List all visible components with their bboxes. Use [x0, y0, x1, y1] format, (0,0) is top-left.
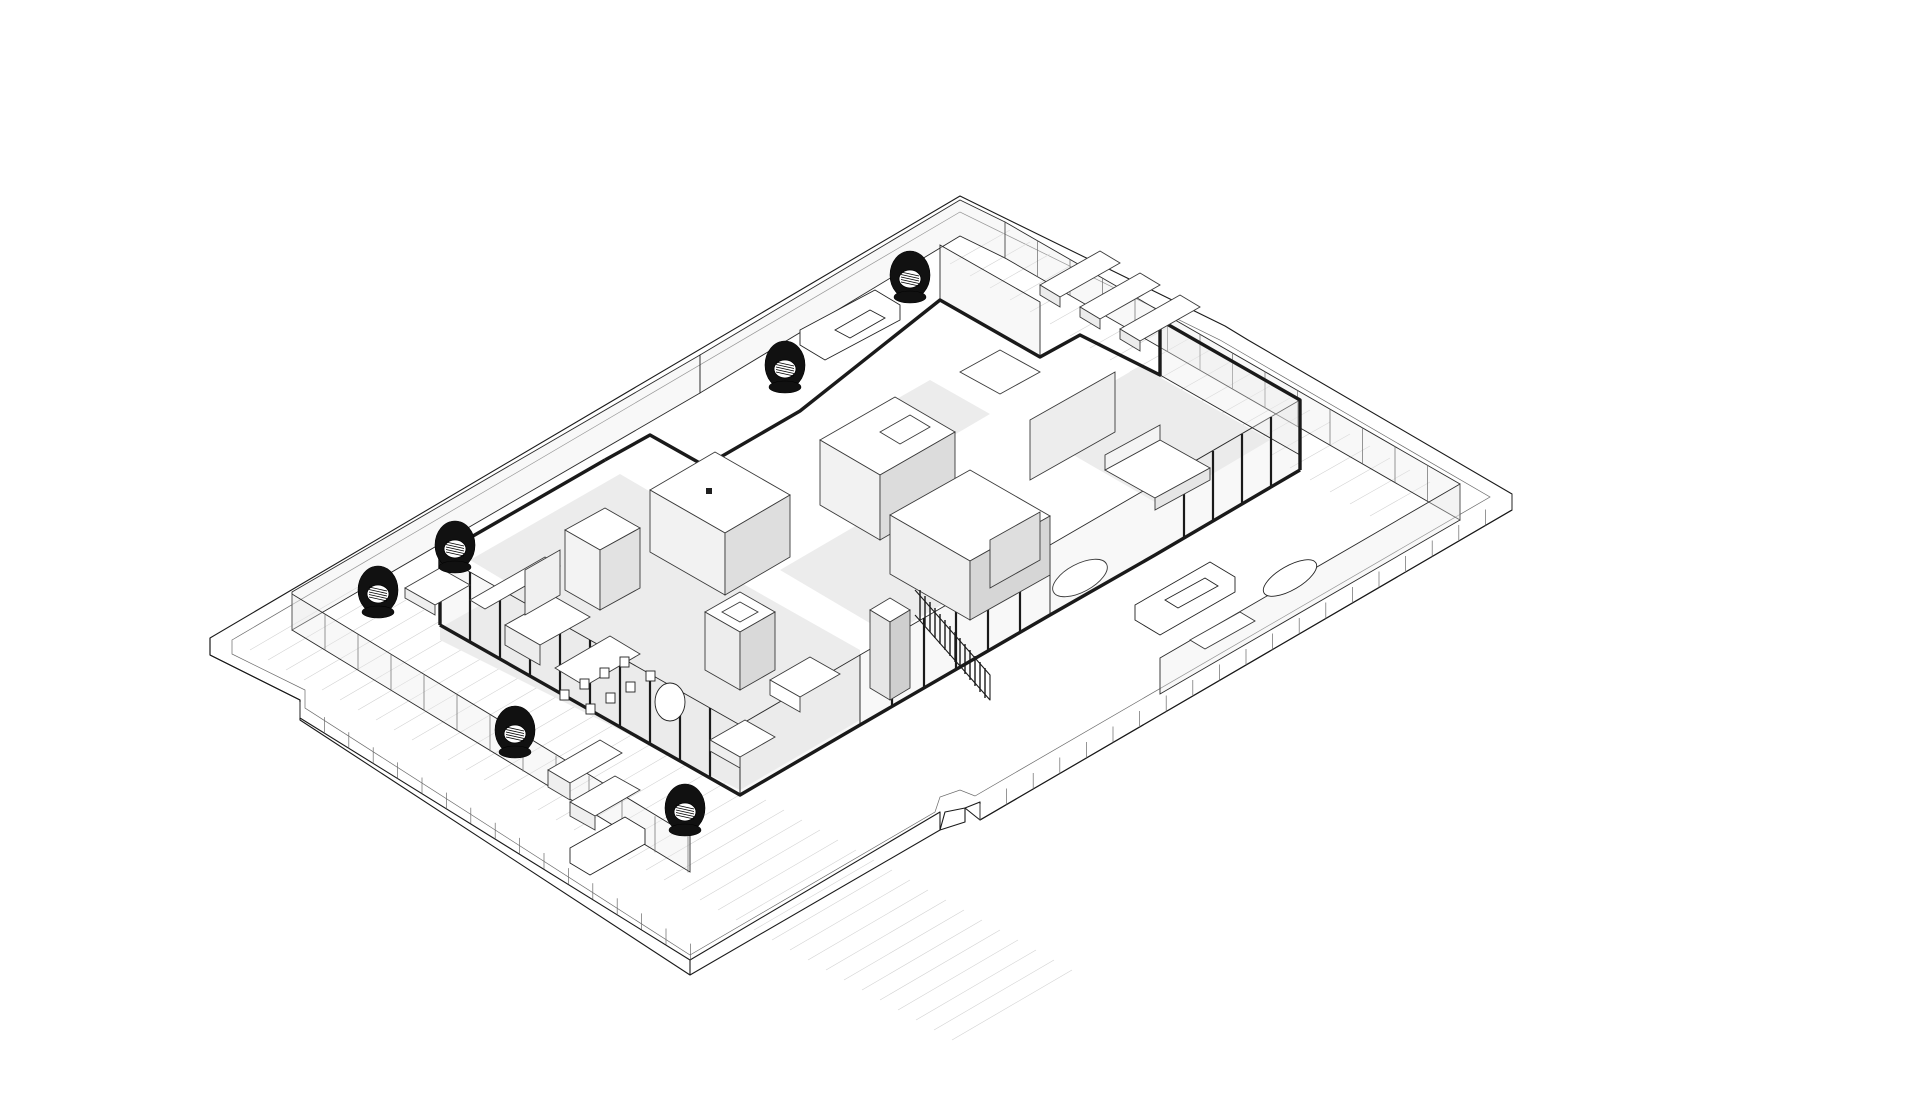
black-armchair [434, 520, 476, 574]
deck-board [897, 939, 1019, 1011]
deck-board [717, 839, 839, 911]
dining-chair [605, 692, 616, 704]
parapet-inner [231, 211, 1491, 956]
dining-chair [645, 670, 656, 682]
deck-board [1349, 469, 1411, 505]
outdoor-sofa-east [1134, 561, 1256, 650]
deck-board [735, 849, 857, 921]
staircase [914, 589, 991, 701]
terrace-furniture [357, 250, 1318, 876]
terrace-slab [209, 195, 1513, 976]
dining-chair [619, 656, 630, 668]
butterfly-chair [1262, 559, 1318, 597]
hall-column-side [869, 609, 891, 701]
sun-lounger-side [1079, 306, 1101, 330]
deck-board [843, 909, 965, 981]
dining-chair [579, 678, 590, 690]
sun-lounger-side [1039, 284, 1061, 308]
furniture [469, 349, 1211, 769]
black-armchairs [357, 250, 931, 837]
deck-board [249, 579, 371, 651]
hall-column-face [889, 609, 911, 701]
deck-board [321, 619, 443, 691]
deck-board [537, 739, 659, 811]
deck-board [861, 919, 983, 991]
core-side [724, 494, 791, 596]
bathtub [1052, 558, 1108, 598]
deck-board [1329, 457, 1391, 493]
deck-board [753, 859, 875, 931]
deck-board [879, 929, 1001, 1001]
slab-edge-right [689, 494, 1513, 961]
dining-chair [585, 703, 596, 715]
deck-board [933, 959, 1055, 1031]
black-armchair [664, 783, 706, 837]
facade-wall-front [439, 468, 1301, 797]
second-bed [959, 349, 1041, 395]
terrace-west-table-side [404, 587, 436, 616]
deck-board [681, 819, 803, 891]
coffee-table-side [709, 739, 741, 769]
bedroom-partition [1029, 371, 1116, 481]
deck-board [483, 709, 605, 781]
deck-board [807, 889, 929, 961]
deck-board [357, 639, 479, 711]
deck-board [951, 969, 1073, 1041]
deck-board [949, 229, 1011, 265]
deck-board [1309, 445, 1371, 481]
living-sofa-back [769, 679, 801, 713]
black-armchair [889, 250, 931, 304]
dining-chair [599, 667, 610, 679]
black-armchair [764, 340, 806, 394]
deck-board [375, 649, 497, 721]
deck-board [789, 879, 911, 951]
vanity [879, 414, 931, 445]
deck-board [645, 799, 767, 871]
deck-board [825, 899, 947, 971]
deck-board [1009, 265, 1071, 301]
deck-board [429, 679, 551, 751]
lounge-chair [654, 682, 686, 722]
deck-board [303, 609, 425, 681]
facade-wall-back [604, 298, 1302, 470]
dining-chairs [559, 656, 656, 715]
ensuite-partition [989, 511, 1041, 589]
pantry-block-side [599, 527, 641, 611]
stair-stringer [914, 589, 991, 701]
deck-board [969, 241, 1031, 277]
dining-chair [625, 681, 636, 693]
deck-board [699, 829, 821, 901]
slab-edge-left [209, 638, 301, 718]
deck-board [1369, 481, 1431, 517]
deck-board [501, 719, 623, 791]
deck-board [771, 869, 893, 941]
black-armchair [357, 565, 399, 619]
kitchen-island-front [504, 624, 541, 666]
deck-board [339, 629, 461, 701]
lift-inner [721, 601, 759, 623]
deck-board [393, 659, 515, 731]
bed-base [1154, 467, 1211, 511]
core-switch [706, 488, 712, 494]
black-armchair [494, 705, 536, 759]
bed-headboard [1104, 424, 1161, 471]
parapet-segments [299, 494, 1513, 960]
kitchen-tall-units [524, 549, 561, 616]
deck-board [915, 949, 1037, 1021]
outdoor-sofa-north [799, 289, 901, 361]
lift-side [739, 611, 776, 691]
deck-board [989, 253, 1051, 289]
dining-chair [559, 689, 570, 701]
dining-table [554, 635, 641, 687]
outdoor-sofa-south [547, 739, 646, 876]
sun-loungers [1039, 250, 1201, 352]
deck-board [411, 669, 533, 741]
sun-lounger-side [1119, 328, 1141, 352]
